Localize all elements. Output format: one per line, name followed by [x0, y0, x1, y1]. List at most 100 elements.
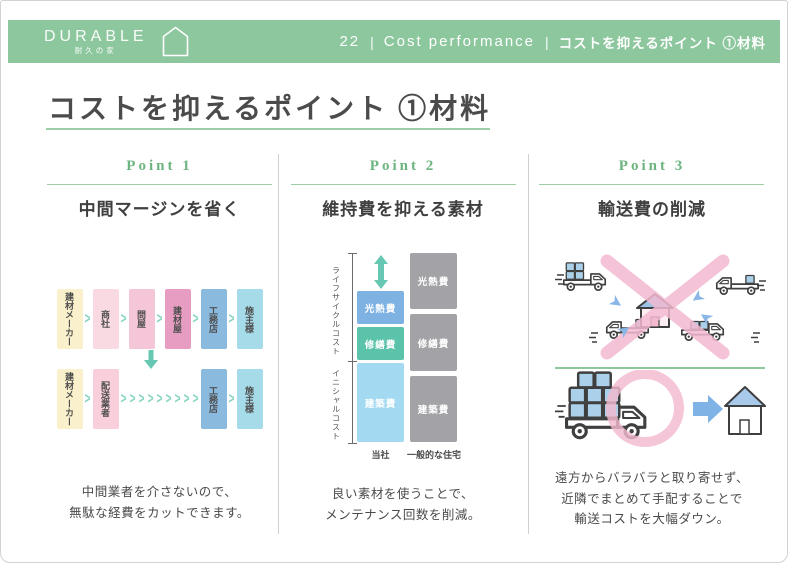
flow-box-label: 工務店	[208, 305, 218, 333]
flow-box-label: 建材メーカー	[64, 372, 74, 426]
home-icon	[162, 26, 189, 57]
header-bar: DURABLE 耐久の家 22 | Cost performance | コスト…	[8, 20, 780, 63]
chevron-icon: >	[228, 310, 235, 328]
chevron-icon: >	[156, 390, 163, 408]
header-page-number: 22	[339, 33, 361, 50]
chevron-icon: >	[183, 390, 190, 408]
segment-label: 修繕費	[364, 339, 397, 351]
arrow-icon	[693, 395, 723, 423]
axis-bracket	[352, 253, 353, 444]
flow-box-label: 配送業者	[100, 381, 110, 417]
flow-box-label: 建材メーカー	[64, 292, 74, 346]
axis-tick	[348, 253, 357, 254]
flow-box: 商社	[92, 289, 119, 349]
header-separator: |	[370, 33, 374, 50]
flow-box: 施主様	[236, 369, 263, 429]
chevron-icon: >	[84, 310, 91, 328]
circle-mark-icon	[606, 370, 684, 447]
truck-icon	[715, 274, 759, 295]
flow-box: 工務店	[200, 289, 227, 349]
column-divider	[528, 154, 529, 534]
chevron-icon: >	[228, 390, 235, 408]
chevron-icon: >	[120, 310, 127, 328]
point1-label: Point 1	[126, 158, 193, 174]
chevron-icon: >	[129, 390, 136, 408]
flow-box: 建材メーカー	[56, 289, 83, 349]
flow-box-label: 商社	[100, 310, 110, 328]
segment-label: 光熱費	[417, 277, 450, 288]
caption-line: 輸送コストを大幅ダウン。	[574, 512, 730, 527]
flow-box-label: 施主様	[244, 385, 254, 413]
segment-label: 建築費	[417, 405, 450, 416]
chevron-icon: >	[165, 390, 172, 408]
point3-column: Point 3 輸送費の削減	[534, 156, 770, 551]
point2-heading: 維持費を抑える素材	[322, 200, 484, 219]
flow-row-direct: 建材メーカー > 配送業者 > > > > > > > > > 工務店 > 施主…	[41, 369, 278, 429]
chevron-icon: >	[138, 390, 145, 408]
header-title: 22 | Cost performance | コストを抑えるポイント ①材料	[339, 32, 766, 52]
point1-column: Point 1 中間マージンを省く 建材メーカー > 商社 > 問屋 > 建材屋…	[41, 156, 278, 551]
axis-label-initial-cost: イニシャルコスト	[331, 369, 341, 441]
speed-lines-icon	[555, 274, 565, 285]
consolidated-delivery-diagram	[555, 370, 766, 447]
point2-caption: 良い素材を使うことで、 メンテナンス回数を削減。	[286, 484, 520, 525]
flow-box-label: 工務店	[208, 385, 218, 413]
column-divider	[278, 154, 279, 534]
title-underline	[46, 128, 490, 130]
truck-icon	[563, 262, 607, 291]
point1-heading: 中間マージンを省く	[78, 200, 241, 219]
point2-underline	[291, 184, 516, 185]
axis-label-lifecycle-cost: ライフサイクルコスト	[331, 265, 341, 356]
caption-line: 近隣でまとめて手配することで	[561, 491, 743, 506]
speed-lines-icon	[555, 405, 567, 418]
flow-row-with-middlemen: 建材メーカー > 商社 > 問屋 > 建材屋 > 工務店 > 施主様	[41, 289, 278, 349]
chevron-icon: >	[120, 390, 127, 408]
flow-box-label: 問屋	[136, 310, 146, 328]
flow-box: 配送業者	[92, 369, 119, 429]
bar-segment-utility-our: 光熱費	[357, 291, 404, 324]
segment-label: 建築費	[364, 398, 397, 410]
logo-subtitle: 耐久の家	[74, 45, 117, 55]
speed-lines-icon	[588, 332, 599, 343]
logo: DURABLE 耐久の家	[44, 27, 148, 55]
caption-line: 無駄な経費をカットできます。	[69, 505, 250, 520]
bar-name-typical-house: 一般的な住宅	[406, 450, 461, 460]
arrow-icon	[608, 295, 625, 311]
down-arrow-icon	[144, 350, 158, 374]
point3-heading: 輸送費の削減	[598, 200, 706, 219]
truck-icon	[564, 371, 647, 440]
flow-box-label: 施主様	[244, 305, 254, 333]
cost-comparison-chart: ライフサイクルコスト イニシャルコスト 光熱費 修繕費 建築費 光熱費 修繕費 …	[321, 249, 481, 464]
bar-segment-utility-typical: 光熱費	[410, 253, 457, 309]
flow-box: 建材屋	[164, 289, 191, 349]
segment-label: 光熱費	[364, 303, 397, 315]
point3-underline	[539, 184, 764, 185]
axis-tick	[348, 443, 357, 444]
chevron-icon: >	[174, 390, 181, 408]
chevron-icon: >	[84, 390, 91, 408]
chevron-icon: >	[156, 310, 163, 328]
bar-segment-build-typical: 建築費	[410, 376, 457, 442]
point2-label: Point 2	[369, 158, 437, 174]
flow-box: 施主様	[236, 289, 263, 349]
axis-tick	[348, 361, 357, 362]
point3-caption: 遠方からバラバラと取り寄せず、 近隣でまとめて手配することで 輸送コストを大幅ダ…	[534, 468, 770, 530]
flow-box: 建材メーカー	[56, 369, 83, 429]
point2-column: Point 2 維持費を抑える素材 ライフサイクルコスト イニシャルコスト 光熱…	[286, 156, 520, 551]
point1-caption: 中間業者を介さないので、 無駄な経費をカットできます。	[41, 482, 278, 523]
cross-mark-icon	[600, 254, 730, 360]
caption-line: メンテナンス回数を削減。	[325, 507, 481, 522]
bar-segment-build-our: 建築費	[357, 363, 404, 442]
chevron-icon: >	[192, 310, 199, 328]
chevron-icon: >	[147, 390, 154, 408]
flow-box: 問屋	[128, 289, 155, 349]
scattered-delivery-crossed-diagram	[555, 254, 767, 360]
header-section-ja: コストを抑えるポイント ①材料	[558, 35, 766, 51]
section-divider-line	[555, 367, 765, 369]
logo-title: DURABLE	[44, 27, 148, 45]
flow-box-label: 建材屋	[172, 305, 182, 333]
house-icon	[724, 386, 766, 435]
point1-underline	[47, 184, 272, 185]
header-section-en: Cost performance	[383, 33, 535, 50]
